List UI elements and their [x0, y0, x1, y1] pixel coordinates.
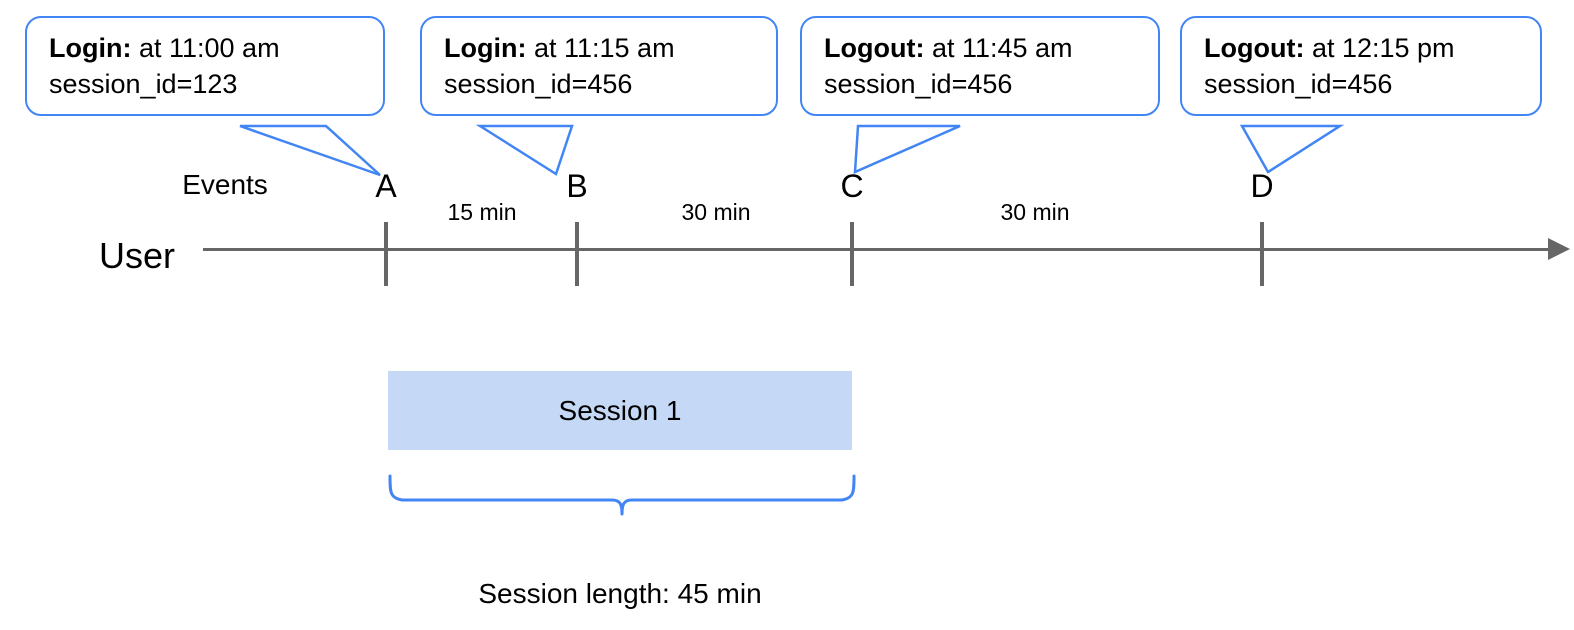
- tick-mark-d: [1260, 222, 1264, 286]
- interval-label-b-c: 30 min: [681, 199, 751, 225]
- callout-d-label: Logout:: [1204, 33, 1305, 63]
- callout-d-time: at 12:15 pm: [1304, 33, 1455, 63]
- event-letter-a: A: [375, 168, 397, 204]
- callout-d-session: session_id=456: [1204, 69, 1393, 99]
- callout-c-time: at 11:45 am: [924, 33, 1073, 63]
- callout-a-time: at 11:00 am: [131, 33, 280, 63]
- session-bar-label: Session 1: [558, 394, 682, 426]
- callout-b-label: Login:: [444, 33, 527, 63]
- tick-mark-b: [575, 222, 579, 286]
- callout-c-label: Logout:: [824, 33, 925, 63]
- event-letter-b: B: [566, 168, 588, 204]
- callout-event-a: Login: at 11:00 am session_id=123: [25, 16, 385, 116]
- session-span-brace-icon: [388, 474, 856, 516]
- events-row-label: Events: [182, 169, 268, 200]
- interval-label-a-b: 15 min: [447, 199, 517, 225]
- session-bar: Session 1: [388, 371, 852, 450]
- session-length-label: Session length: 45 min: [478, 578, 762, 609]
- timeline-arrow-icon: [1548, 238, 1570, 260]
- callout-c-line1: Logout: at 11:45 am: [824, 30, 1138, 66]
- callout-tail-b-icon: [475, 124, 574, 176]
- callout-b-session: session_id=456: [444, 69, 633, 99]
- tick-mark-a: [384, 222, 388, 286]
- callout-tail-d-icon: [1239, 124, 1345, 174]
- tick-mark-c: [850, 222, 854, 286]
- callout-d-line1: Logout: at 12:15 pm: [1204, 30, 1520, 66]
- callout-tail-a-icon: [239, 124, 381, 177]
- callout-event-c: Logout: at 11:45 am session_id=456: [800, 16, 1160, 116]
- event-letter-d: D: [1250, 168, 1274, 204]
- callout-event-b: Login: at 11:15 am session_id=456: [420, 16, 778, 116]
- callout-b-line1: Login: at 11:15 am: [444, 30, 756, 66]
- callout-a-line1: Login: at 11:00 am: [49, 30, 363, 66]
- callout-a-label: Login:: [49, 33, 132, 63]
- callout-b-time: at 11:15 am: [526, 33, 675, 63]
- callout-tail-c-icon: [853, 124, 961, 174]
- callout-event-d: Logout: at 12:15 pm session_id=456: [1180, 16, 1542, 116]
- timeline-axis: [203, 248, 1550, 251]
- user-row-label: User: [98, 235, 176, 276]
- event-letter-c: C: [840, 168, 864, 204]
- callout-c-session: session_id=456: [824, 69, 1013, 99]
- interval-label-c-d: 30 min: [1000, 199, 1070, 225]
- callout-a-session: session_id=123: [49, 69, 238, 99]
